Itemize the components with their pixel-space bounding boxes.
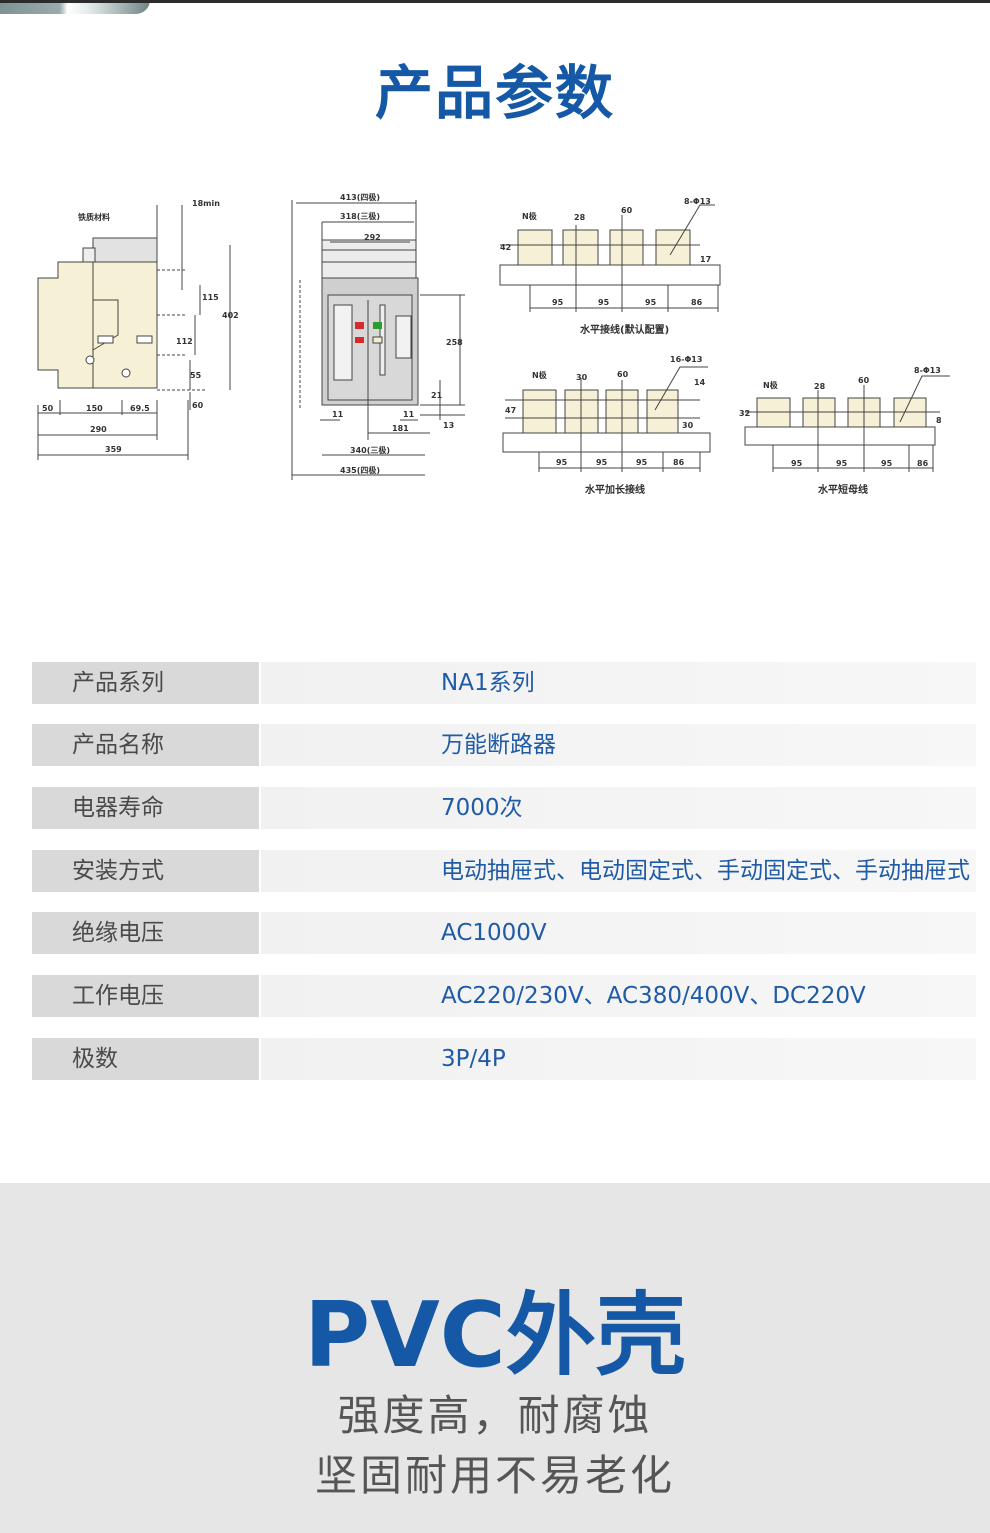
spec-label: 绝缘电压 (32, 912, 259, 954)
dim-label: 290 (90, 425, 107, 434)
dim-label: 86 (691, 298, 703, 307)
diagram-caption: 水平短母线 (817, 483, 868, 496)
dim-label: 318(三极) (340, 211, 380, 221)
spec-value: 3P/4P (261, 1038, 976, 1080)
spec-label: 极数 (32, 1038, 259, 1080)
dim-label: 铁质材料 (78, 212, 110, 222)
spec-value: AC1000V (261, 912, 976, 954)
dim-label: N极 (763, 380, 778, 390)
feature-headline: PVC外壳 (304, 1283, 686, 1388)
dim-label: 69.5 (130, 404, 150, 413)
side-view-drawing (37, 205, 231, 460)
front-view-drawing (291, 200, 465, 480)
dim-label: 258 (446, 338, 463, 347)
dim-label: 42 (500, 243, 511, 252)
dim-label: 8 (936, 416, 942, 425)
dim-label: 95 (556, 458, 568, 467)
dim-label: 60 (621, 206, 633, 215)
dim-label: 21 (431, 391, 443, 400)
dim-label: N极 (522, 211, 537, 221)
dim-label: 28 (574, 213, 586, 222)
dim-label: 60 (617, 370, 629, 379)
dim-label: 95 (596, 458, 608, 467)
feature-line-2: 坚固耐用不易老化 (314, 1451, 675, 1500)
horizontal-short-busbar-drawing (744, 375, 950, 472)
dim-label: 95 (645, 298, 657, 307)
spec-value: 7000次 (261, 787, 976, 829)
spec-row: 工作电压 AC220/230V、AC380/400V、DC220V (32, 975, 976, 1017)
dim-label: 95 (598, 298, 610, 307)
dim-label: 8-Φ13 (914, 366, 941, 375)
spec-value: 电动抽屉式、电动固定式、手动固定式、手动抽屉式 (261, 850, 976, 892)
dim-label: 32 (739, 409, 750, 418)
dim-label: 55 (190, 371, 202, 380)
dim-label: 30 (576, 373, 588, 382)
dim-label: 30 (682, 421, 694, 430)
dim-label: 413(四极) (340, 192, 380, 202)
dim-label: 47 (505, 406, 516, 415)
spec-value: 万能断路器 (261, 724, 976, 766)
dim-label: 13 (443, 421, 454, 430)
dim-label: 86 (673, 458, 685, 467)
spec-row: 极数 3P/4P (32, 1038, 976, 1080)
spec-row: 产品名称 万能断路器 (32, 724, 976, 766)
dim-label: 112 (176, 337, 193, 346)
dim-label: 18min (192, 199, 220, 208)
diagram-caption: 水平接线(默认配置) (579, 323, 669, 336)
top-border (0, 0, 990, 3)
dim-label: 95 (836, 459, 848, 468)
dim-label: 60 (192, 401, 204, 410)
dim-label: 95 (881, 459, 893, 468)
dim-label: 181 (392, 424, 409, 433)
spec-label: 安装方式 (32, 850, 259, 892)
spec-row: 安装方式 电动抽屉式、电动固定式、手动固定式、手动抽屉式 (32, 850, 976, 892)
dim-label: 17 (700, 255, 711, 264)
dim-label: 95 (636, 458, 648, 467)
horizontal-wiring-drawing (499, 204, 721, 312)
dim-label: 11 (403, 410, 415, 419)
spec-value: AC220/230V、AC380/400V、DC220V (261, 975, 976, 1017)
spec-row: 产品系列 NA1系列 (32, 662, 976, 704)
feature-line-1: 强度高，耐腐蚀 (337, 1391, 653, 1440)
feature-section (0, 1183, 990, 1533)
diagram-caption: 水平加长接线 (584, 483, 645, 496)
dim-label: 150 (86, 404, 103, 413)
horizontal-extended-wiring-drawing (502, 366, 711, 472)
section-title: 产品参数 (374, 59, 615, 127)
dim-label: 95 (552, 298, 564, 307)
dim-label: 115 (202, 293, 219, 302)
top-decoration (0, 0, 150, 14)
dim-label: 86 (917, 459, 929, 468)
dim-label: 292 (364, 233, 381, 242)
dim-label: 14 (694, 378, 706, 387)
dim-label: 60 (858, 376, 870, 385)
spec-label: 工作电压 (32, 975, 259, 1017)
dim-label: 95 (791, 459, 803, 468)
dim-label: N极 (532, 370, 547, 380)
dim-label: 8-Φ13 (684, 197, 711, 206)
spec-label: 电器寿命 (32, 787, 259, 829)
dim-label: 435(四极) (340, 465, 380, 475)
spec-label: 产品系列 (32, 662, 259, 704)
spec-value: NA1系列 (261, 662, 976, 704)
spec-row: 绝缘电压 AC1000V (32, 912, 976, 954)
dim-label: 16-Φ13 (670, 355, 702, 364)
dim-label: 402 (222, 311, 239, 320)
dim-label: 50 (42, 404, 54, 413)
dim-label: 359 (105, 445, 122, 454)
dim-label: 11 (332, 410, 344, 419)
dim-label: 340(三极) (350, 445, 390, 455)
spec-row: 电器寿命 7000次 (32, 787, 976, 829)
dimension-drawings: 铁质材料 18min 115 402 112 55 60 50 150 69.5… (37, 192, 950, 496)
dim-label: 28 (814, 382, 826, 391)
spec-label: 产品名称 (32, 724, 259, 766)
